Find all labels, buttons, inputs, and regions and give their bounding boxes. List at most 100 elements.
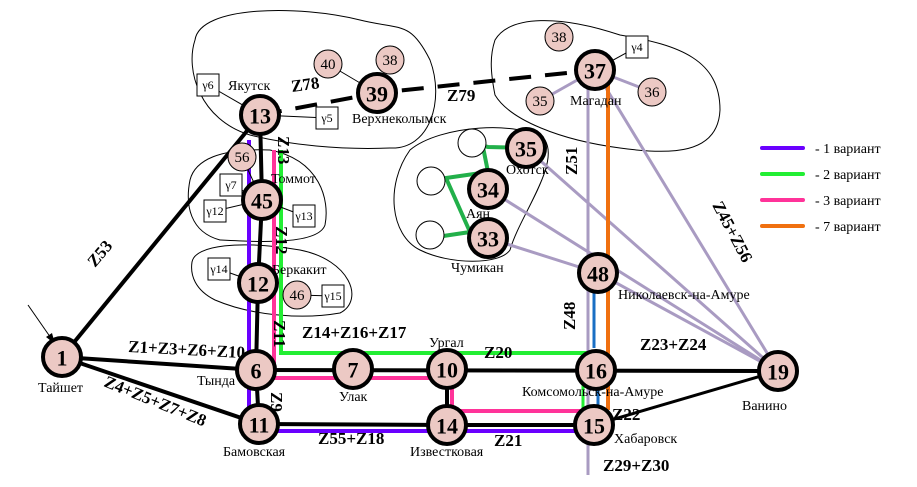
city-label: Ванино — [742, 399, 787, 414]
legend-label: - 1 вариант — [815, 142, 881, 157]
gamma-label: γ7 — [224, 178, 236, 192]
node-48: 48 — [577, 252, 619, 294]
edge-label-z11: Z11 — [270, 320, 289, 347]
node-number: 48 — [587, 262, 609, 287]
gamma-rect — [203, 199, 227, 223]
small-node-circle — [544, 22, 574, 52]
small-node: 40 — [313, 49, 343, 79]
small-node-circle — [313, 49, 343, 79]
edge-37-19 — [593, 69, 780, 372]
small-node-circle — [525, 86, 555, 116]
city-label: Тайшет — [38, 381, 83, 396]
node-circle — [241, 179, 283, 221]
gamma-label: γ6 — [201, 78, 213, 92]
edge-label-z9: Z9 — [267, 392, 286, 412]
node-circle — [332, 348, 374, 390]
node-circle — [356, 72, 398, 114]
node-number: 12 — [247, 272, 269, 297]
small-node: 38 — [544, 22, 574, 52]
edge-label-z53: Z53 — [84, 237, 117, 271]
gamma-rect — [196, 73, 220, 97]
node-33: 33 — [467, 217, 509, 259]
edge-label-z48: Z48 — [560, 302, 579, 330]
labels: ТайшетЯкутскТоммотБеркакитТындаУлакУргал… — [38, 73, 787, 475]
node-circle — [235, 349, 277, 391]
legend-item: - 7 вариант — [760, 220, 881, 235]
small-node: 35 — [525, 86, 555, 116]
node-number: 37 — [584, 59, 606, 84]
node-39: 39 — [356, 72, 398, 114]
small-node-number: 38 — [552, 30, 567, 46]
node-circle — [577, 252, 619, 294]
node-15: 15 — [573, 404, 615, 446]
legend-item: - 1 вариант — [760, 142, 881, 157]
node-number: 11 — [249, 413, 270, 438]
gamma-rect — [321, 284, 345, 308]
edge-label-z51: Z51 — [562, 147, 581, 175]
edge-label-z21: Z21 — [494, 431, 522, 450]
city-label: Беркакит — [272, 263, 326, 278]
legend-label: - 3 вариант — [815, 194, 881, 209]
city-label: Аян — [466, 207, 491, 222]
gamma-label: γ4 — [630, 40, 642, 54]
gamma-rect — [219, 173, 243, 197]
node-circle — [426, 348, 468, 390]
node-circle — [573, 404, 615, 446]
edge-label-z45: Z45+Z56 — [708, 198, 756, 266]
city-label: Ургал — [429, 336, 464, 351]
city-label: Томмот — [271, 172, 316, 187]
gamma-box: γ15 — [321, 284, 345, 308]
edge-label-z14: Z14+Z16+Z17 — [302, 323, 407, 342]
edge-label-z79: Z79 — [447, 86, 475, 105]
gamma-rect — [625, 35, 649, 59]
small-node: 56 — [227, 142, 257, 172]
node-number: 7 — [348, 358, 359, 383]
legend: - 1 вариант - 2 вариант - 3 вариант - 7 вар… — [760, 142, 881, 235]
edge-35-19 — [525, 146, 779, 373]
gamma-box: γ7 — [219, 173, 243, 197]
empty-node — [457, 128, 487, 158]
legend-item: - 3 вариант — [760, 194, 881, 209]
node-number: 6 — [251, 359, 262, 384]
small-node: 36 — [637, 77, 667, 107]
city-label: Известковая — [410, 445, 484, 460]
gamma-rect — [315, 106, 339, 130]
entry-arrow — [27, 304, 54, 342]
city-label: Верхнеколымск — [352, 112, 447, 127]
empty-node — [415, 220, 445, 250]
node-45: 45 — [241, 179, 283, 221]
city-label: Якутск — [228, 79, 270, 94]
small-node-number: 35 — [533, 94, 548, 110]
edge-label-z20: Z20 — [484, 343, 512, 362]
edge-1-11 — [61, 355, 260, 426]
node-35: 35 — [505, 127, 547, 169]
node-circle — [467, 168, 509, 210]
node-circle — [238, 403, 280, 445]
small-node-circle — [282, 280, 312, 310]
small-node-circle — [375, 45, 405, 75]
node-circle — [41, 336, 83, 378]
edge-label-z22: Z22 — [612, 405, 640, 424]
gamma-box: γ6 — [196, 73, 220, 97]
node-circle — [467, 217, 509, 259]
gamma-rect — [207, 257, 231, 281]
node-37: 37 — [574, 49, 616, 91]
node-number: 39 — [366, 82, 388, 107]
node-number: 13 — [249, 104, 271, 129]
edge-label-z1: Z1+Z3+Z6+Z10 — [128, 337, 246, 362]
node-10: 10 — [426, 348, 468, 390]
node-34: 34 — [467, 168, 509, 210]
small-node-number: 56 — [235, 150, 251, 166]
gamma-label: γ5 — [320, 111, 332, 125]
gamma-label: γ12 — [205, 204, 223, 218]
small-node-number: 38 — [383, 53, 398, 69]
city-label: Охотск — [506, 163, 549, 178]
small-node: 38 — [375, 45, 405, 75]
small-node-number: 36 — [645, 85, 661, 101]
edge-label-z78: Z78 — [290, 73, 321, 96]
legend-label: - 2 вариант — [815, 168, 881, 183]
gamma-box: γ13 — [292, 204, 316, 228]
region-yakutsk — [191, 9, 437, 149]
